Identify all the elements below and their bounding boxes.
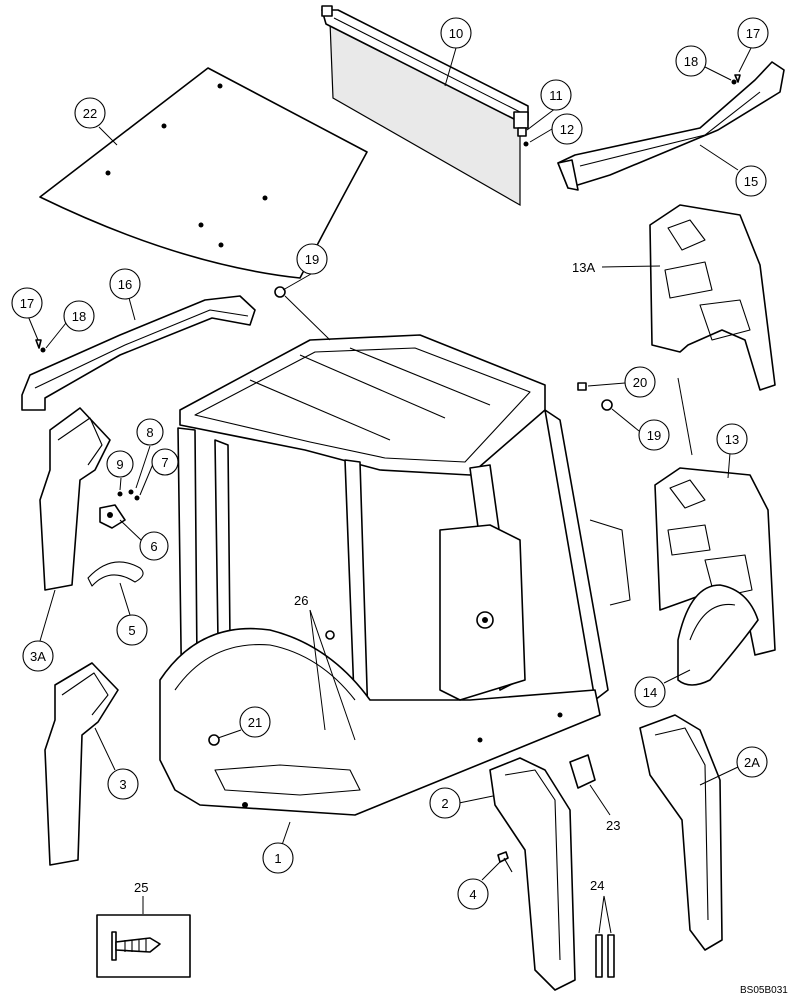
callout-label-12: 12: [560, 122, 574, 137]
part-26-fitting: [325, 630, 335, 640]
callout-label-22: 22: [83, 106, 97, 121]
callout-5: [116, 614, 148, 646]
callout-label-18-right: 18: [684, 54, 698, 69]
callout-label-6: 6: [150, 539, 157, 554]
callout-20: [624, 366, 656, 398]
callout-label-8: 8: [146, 425, 153, 440]
callout-4: [457, 878, 489, 910]
callout-label-13: 13: [725, 432, 739, 447]
left-roof-trim: [21, 295, 256, 411]
callout-label-5: 5: [128, 623, 135, 638]
callout-label-1: 1: [274, 851, 281, 866]
plug-21: [208, 734, 220, 746]
hose-clamp-5: [87, 561, 144, 587]
callout-3: [107, 768, 139, 800]
callout-label-11: 11: [549, 88, 563, 103]
push-rivet-25-box: [96, 914, 191, 978]
screw-4: [497, 851, 513, 873]
callout-2a: [736, 746, 768, 778]
callout-12: [551, 113, 583, 145]
callout-label-17-left: 17: [20, 296, 34, 311]
callout-8: [136, 418, 164, 446]
callout-label-26: 26: [294, 593, 308, 608]
drawing-code: BS05B031: [740, 985, 788, 996]
callout-15: [735, 165, 767, 197]
callout-label-14: 14: [643, 685, 657, 700]
callout-label-9: 9: [116, 457, 123, 472]
callout-label-16: 16: [118, 277, 132, 292]
callout-2: [429, 787, 461, 819]
left-pillar-cover-lower: [44, 662, 119, 866]
callout-label-10: 10: [449, 26, 463, 41]
callout-18-right: [675, 45, 707, 77]
callout-label-3a: 3A: [30, 649, 46, 664]
edge-strips-24: [595, 934, 615, 978]
rear-trim-panel-13: [654, 467, 776, 656]
callout-17-right: [737, 17, 769, 49]
trim-screw-17-18-right: [731, 74, 741, 85]
callout-label-19-right: 19: [647, 428, 661, 443]
callout-21: [239, 706, 271, 738]
screw-20: [577, 382, 587, 391]
plug-19-roof: [274, 286, 331, 341]
callout-22: [74, 97, 106, 129]
callout-1: [262, 842, 294, 874]
callout-label-23: 23: [606, 818, 620, 833]
callout-19-right: [638, 419, 670, 451]
callout-label-24: 24: [590, 878, 604, 893]
callout-10: [440, 17, 472, 49]
sun-shade-roller: [321, 5, 529, 207]
callout-label-3: 3: [119, 777, 126, 792]
callout-6: [139, 531, 169, 561]
shade-bracket-hardware: [517, 127, 529, 147]
callout-3a: [22, 640, 54, 672]
headliner-panel: [39, 67, 368, 279]
callout-14: [634, 676, 666, 708]
callout-label-2a: 2A: [744, 755, 760, 770]
small-fasteners-7-8-9: [117, 489, 140, 501]
right-pillar-cover-2: [489, 757, 576, 991]
callout-label-18-left: 18: [72, 309, 86, 324]
callout-11: [540, 79, 572, 111]
callout-label-19-top: 19: [305, 252, 319, 267]
callout-label-2: 2: [441, 796, 448, 811]
callout-label-15: 15: [744, 174, 758, 189]
cab-frame: [159, 334, 631, 816]
callout-label-13a: 13A: [572, 260, 595, 275]
callout-7: [151, 448, 179, 476]
clip-bracket-6: [99, 504, 126, 529]
rear-trim-panel-13a: [649, 204, 776, 391]
callout-9: [106, 450, 134, 478]
callout-17-left: [11, 287, 43, 319]
right-pillar-cover-2a: [639, 714, 723, 951]
callout-label-4: 4: [469, 887, 476, 902]
callout-label-7: 7: [161, 455, 168, 470]
callout-label-25: 25: [134, 880, 148, 895]
left-pillar-cover-upper: [39, 407, 111, 591]
callout-label-20: 20: [633, 375, 647, 390]
callouts: 10 11 12 17 18 15 22 13A 19: [11, 17, 769, 934]
right-roof-trim: [557, 61, 785, 191]
callout-19-top: [296, 243, 328, 275]
callout-label-17-right: 17: [746, 26, 760, 41]
trim-screw-17-18-left: [35, 339, 46, 353]
plug-19-rear: [601, 399, 613, 411]
callout-13: [716, 423, 748, 455]
callout-18-left: [63, 300, 95, 332]
callout-16: [109, 268, 141, 300]
seal-boot-14: [677, 584, 759, 686]
callout-label-21: 21: [248, 715, 262, 730]
block-23: [569, 754, 596, 789]
